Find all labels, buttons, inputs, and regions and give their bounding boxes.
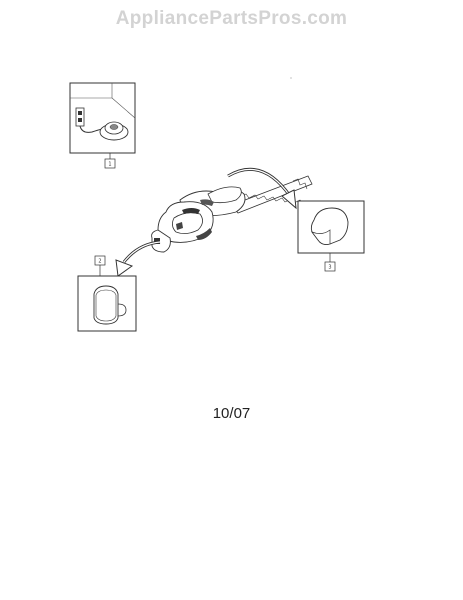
part-2-battery-box: 2 xyxy=(77,255,137,332)
part-1-key: 1 xyxy=(108,162,111,168)
arrow-to-part-3 xyxy=(227,167,297,210)
speck xyxy=(290,77,292,79)
watermark-text: AppliancePartsPros.com xyxy=(115,8,348,29)
part-2-key: 2 xyxy=(98,259,101,265)
part-1-charger-box: 1 xyxy=(69,82,136,169)
hedge-trimmer-body xyxy=(151,175,313,253)
part-3-key: 3 xyxy=(328,265,331,271)
arrow-to-part-2 xyxy=(115,240,161,277)
part-3-blade-cover-box: 3 xyxy=(297,200,365,272)
date-code: 10/07 xyxy=(212,405,251,422)
